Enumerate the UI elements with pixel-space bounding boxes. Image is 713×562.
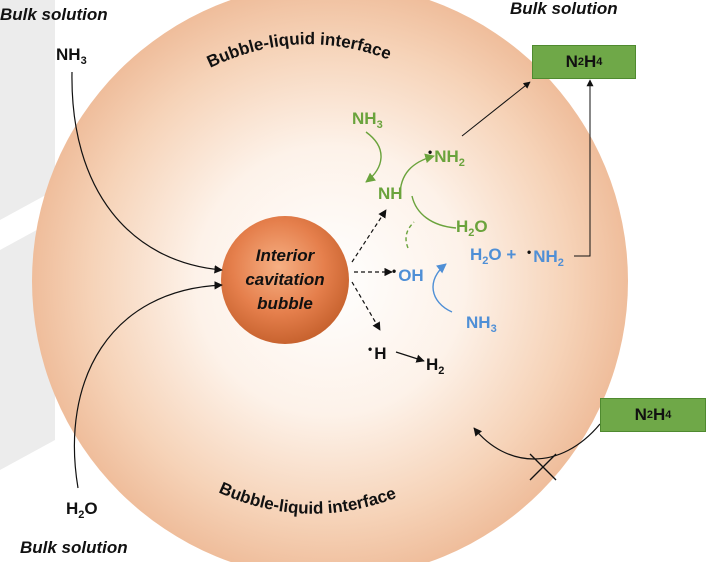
nh-to-nh2-green-arrow bbox=[399, 153, 435, 197]
oh-blue-arrow bbox=[432, 263, 453, 313]
h-radical-label: •H bbox=[368, 342, 387, 363]
cavitation-bubble bbox=[221, 216, 349, 344]
bulk-nh3-label: NH3 bbox=[56, 45, 87, 67]
h2-label: H2 bbox=[426, 355, 445, 377]
bulk-solution-label-top-right: Bulk solution bbox=[510, 0, 618, 18]
bubble-label-line2: cavitation bbox=[245, 270, 325, 289]
nh3-to-nh2-green-arrow bbox=[365, 131, 382, 183]
green-h2o-label: H2O bbox=[456, 217, 488, 239]
bulk-solution-label-top-left: Bulk solution bbox=[0, 5, 108, 24]
blue-h2o-label: H2O + bbox=[470, 245, 517, 267]
bulk-h2o-label: H2O bbox=[66, 499, 98, 521]
h2o-green-curve bbox=[411, 195, 457, 229]
green-nh-label: NH bbox=[378, 184, 403, 203]
green-nh2-radical-label: •NH2 bbox=[428, 145, 465, 169]
blue-nh2-to-n2h4-arrow bbox=[574, 79, 594, 257]
blue-nh2-radical-label: •NH2 bbox=[527, 245, 564, 269]
bubble-to-nh-arrow bbox=[351, 209, 387, 263]
bubble-label-line1: Interior bbox=[255, 246, 315, 265]
h-to-h2-arrow bbox=[395, 351, 425, 363]
bulk-solution-label-bottom-left: Bulk solution bbox=[20, 538, 128, 557]
nh3-inflow-arrow bbox=[71, 71, 223, 274]
bubble-label-line3: bubble bbox=[257, 294, 313, 313]
blue-oh-radical-label: •OH bbox=[392, 264, 424, 285]
green-dashed-curve bbox=[405, 221, 415, 249]
blue-nh3-label: NH3 bbox=[466, 313, 497, 335]
block-cross-icon bbox=[529, 453, 557, 481]
h2o-inflow-arrow bbox=[73, 281, 223, 489]
green-nh3-label: NH3 bbox=[352, 109, 383, 131]
nh2-to-n2h4-arrow bbox=[461, 81, 531, 137]
bubble-to-h-arrow bbox=[351, 281, 381, 331]
